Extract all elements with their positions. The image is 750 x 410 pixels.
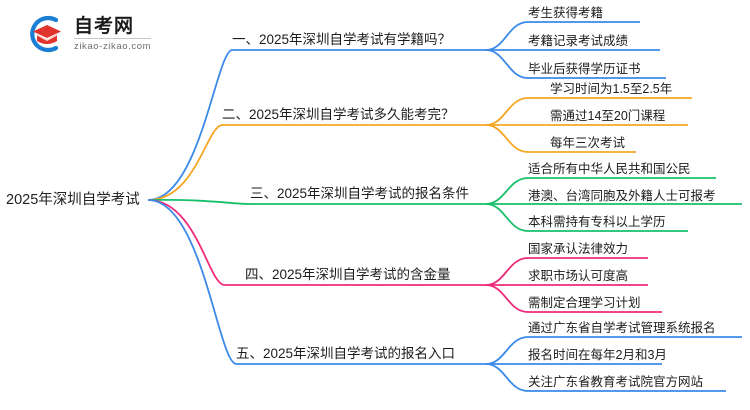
branch-label-1[interactable]: 一、2025年深圳自学考试有学籍吗？ (232, 32, 452, 47)
leaf-label-1-3[interactable]: 毕业后获得学历证书 (528, 62, 641, 76)
branch-label-5[interactable]: 五、2025年深圳自学考试的报名入口 (236, 346, 456, 361)
leaf-label-5-1[interactable]: 通过广东省自学考试管理系统报名 (528, 321, 716, 335)
leaf-label-2-1[interactable]: 学习时间为1.5至2.5年 (550, 82, 673, 96)
leaf-label-4-3[interactable]: 需制定合理学习计划 (528, 296, 641, 310)
leaf-label-1-1[interactable]: 考生获得考籍 (528, 6, 604, 20)
site-logo: 自考网 zikao-zikao.com (26, 12, 211, 56)
leaf-label-5-2[interactable]: 报名时间在每年2月和3月 (528, 348, 667, 362)
logo-title: 自考网 (74, 16, 135, 37)
leaf-label-3-2[interactable]: 港澳、台湾同胞及外籍人士可报考 (528, 189, 716, 203)
leaf-label-3-1[interactable]: 适合所有中华人民共和国公民 (528, 162, 691, 176)
branch-label-3[interactable]: 三、2025年深圳自学考试的报名条件 (250, 186, 470, 201)
logo-text-block: 自考网 zikao-zikao.com (74, 15, 152, 53)
leaf-label-3-3[interactable]: 本科需持有专科以上学历 (528, 215, 666, 229)
leaf-label-4-2[interactable]: 求职市场认可度高 (528, 269, 629, 283)
branch-label-4[interactable]: 四、2025年深圳自学考试的含金量 (245, 267, 451, 282)
leaf-label-1-2[interactable]: 考籍记录考试成绩 (528, 34, 629, 48)
logo-url: zikao-zikao.com (74, 38, 152, 53)
branch-label-2[interactable]: 二、2025年深圳自学考试多久能考完？ (222, 107, 455, 122)
leaf-label-5-3[interactable]: 关注广东省教育考试院官方网站 (528, 375, 704, 389)
leaf-label-2-3[interactable]: 每年三次考试 (550, 136, 626, 150)
leaf-label-2-2[interactable]: 需通过14至20门课程 (550, 109, 666, 123)
leaf-label-4-1[interactable]: 国家承认法律效力 (528, 242, 629, 256)
mindmap-root-node[interactable]: 2025年深圳自学考试 (6, 192, 140, 208)
logo-graduation-cap-icon (30, 15, 61, 53)
